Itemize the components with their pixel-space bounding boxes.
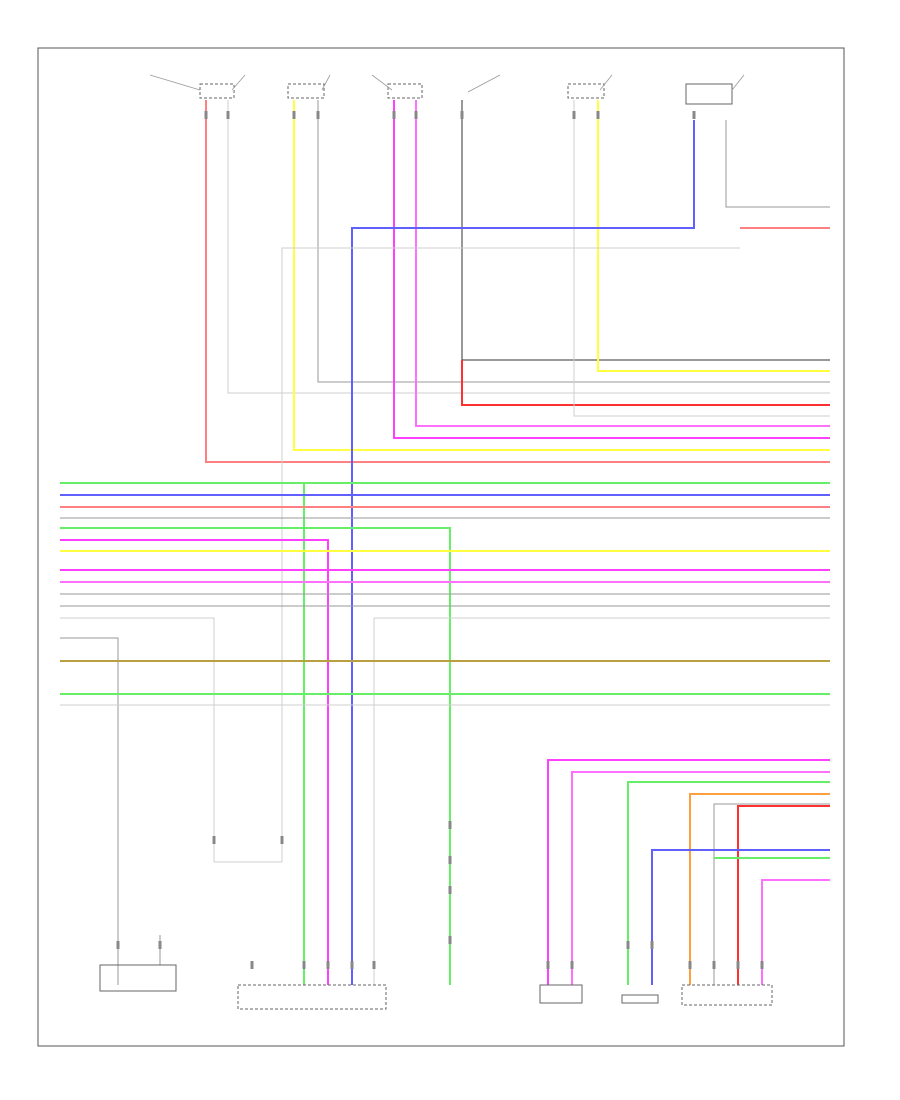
wire-ltgray-1 [227,100,830,394]
wire-darkred-7 [461,360,830,406]
wire-ltgray-13 [281,247,740,862]
lower-pin-19 [736,961,740,969]
lower-pin-14 [570,961,574,969]
wire-blue-10 [351,120,695,985]
top-label-leader-2 [321,74,331,91]
connector-h-pin [572,111,576,119]
connector-f-pin [414,111,418,119]
top-label-leader-4 [467,74,501,93]
wire-darkred-38 [737,805,830,985]
wire-black-6 [461,100,830,361]
component-layer [99,74,773,1010]
wire-pink-41 [761,879,830,985]
lower-pin-18 [712,961,716,969]
wire-ltgray-8 [573,100,830,417]
wire-yellow-9 [597,100,830,372]
top-connector-1 [199,83,235,99]
wire-pink-5 [415,100,830,427]
lower-pin-8 [372,961,376,969]
wire-layer [60,100,830,985]
connector-g-pin [460,111,464,119]
wire-magenta-20 [60,539,329,985]
diagram-frame [37,47,845,1047]
lower-pin-7 [350,961,354,969]
lower-pin-1 [158,941,162,949]
top-label-leader-3 [371,74,393,91]
lower-pin-9 [448,821,452,829]
control-module-left [99,964,177,992]
lower-pin-0 [116,941,120,949]
wire-red-0 [205,100,830,463]
lower-pin-2 [212,836,216,844]
lower-pin-6 [326,961,330,969]
connector-b-pin [226,111,230,119]
connector-d-pin [316,111,320,119]
switch-assembly [685,83,733,105]
wire-green-35 [627,781,830,985]
lower-pin-12 [448,936,452,944]
top-connector-3 [387,83,423,99]
sensor-right [621,994,659,1004]
lower-pin-11 [448,886,452,894]
wire-yellow-2 [293,100,830,451]
wire-orange-36 [689,793,830,985]
top-label-leader-5 [599,74,613,91]
lower-pin-13 [546,961,550,969]
connector-c-pin [292,111,296,119]
wire-blue-39 [651,849,830,985]
connector-i-pin [596,111,600,119]
top-label-leader-1 [231,74,246,91]
top-label-leader-6 [731,74,745,91]
top-connector-2 [287,83,325,99]
connector-a-pin [204,111,208,119]
lower-pin-17 [688,961,692,969]
wire-gray-11 [725,120,830,208]
connector-e-pin [392,111,396,119]
lower-pin-10 [448,856,452,864]
lower-pin-20 [760,961,764,969]
lower-pin-15 [626,941,630,949]
lower-pin-16 [650,941,654,949]
wire-magenta-4 [393,100,830,439]
combination-connector [681,984,773,1006]
lower-pin-5 [302,961,306,969]
lower-pin-4 [250,961,254,969]
connector-j-pin [692,111,696,119]
wire-ltgray-26 [60,617,215,862]
junction-block [237,984,387,1010]
wire-pink-34 [571,771,830,985]
lower-pin-3 [280,836,284,844]
wire-green-19 [60,527,451,985]
top-connector-4 [567,83,605,99]
top-label-leader-0 [149,74,201,91]
wire-magenta-33 [547,759,830,985]
sensor-left [539,984,583,1004]
wire-gray-29 [60,637,119,985]
wire-gray-3 [317,100,830,383]
wire-gray-37 [713,803,830,985]
